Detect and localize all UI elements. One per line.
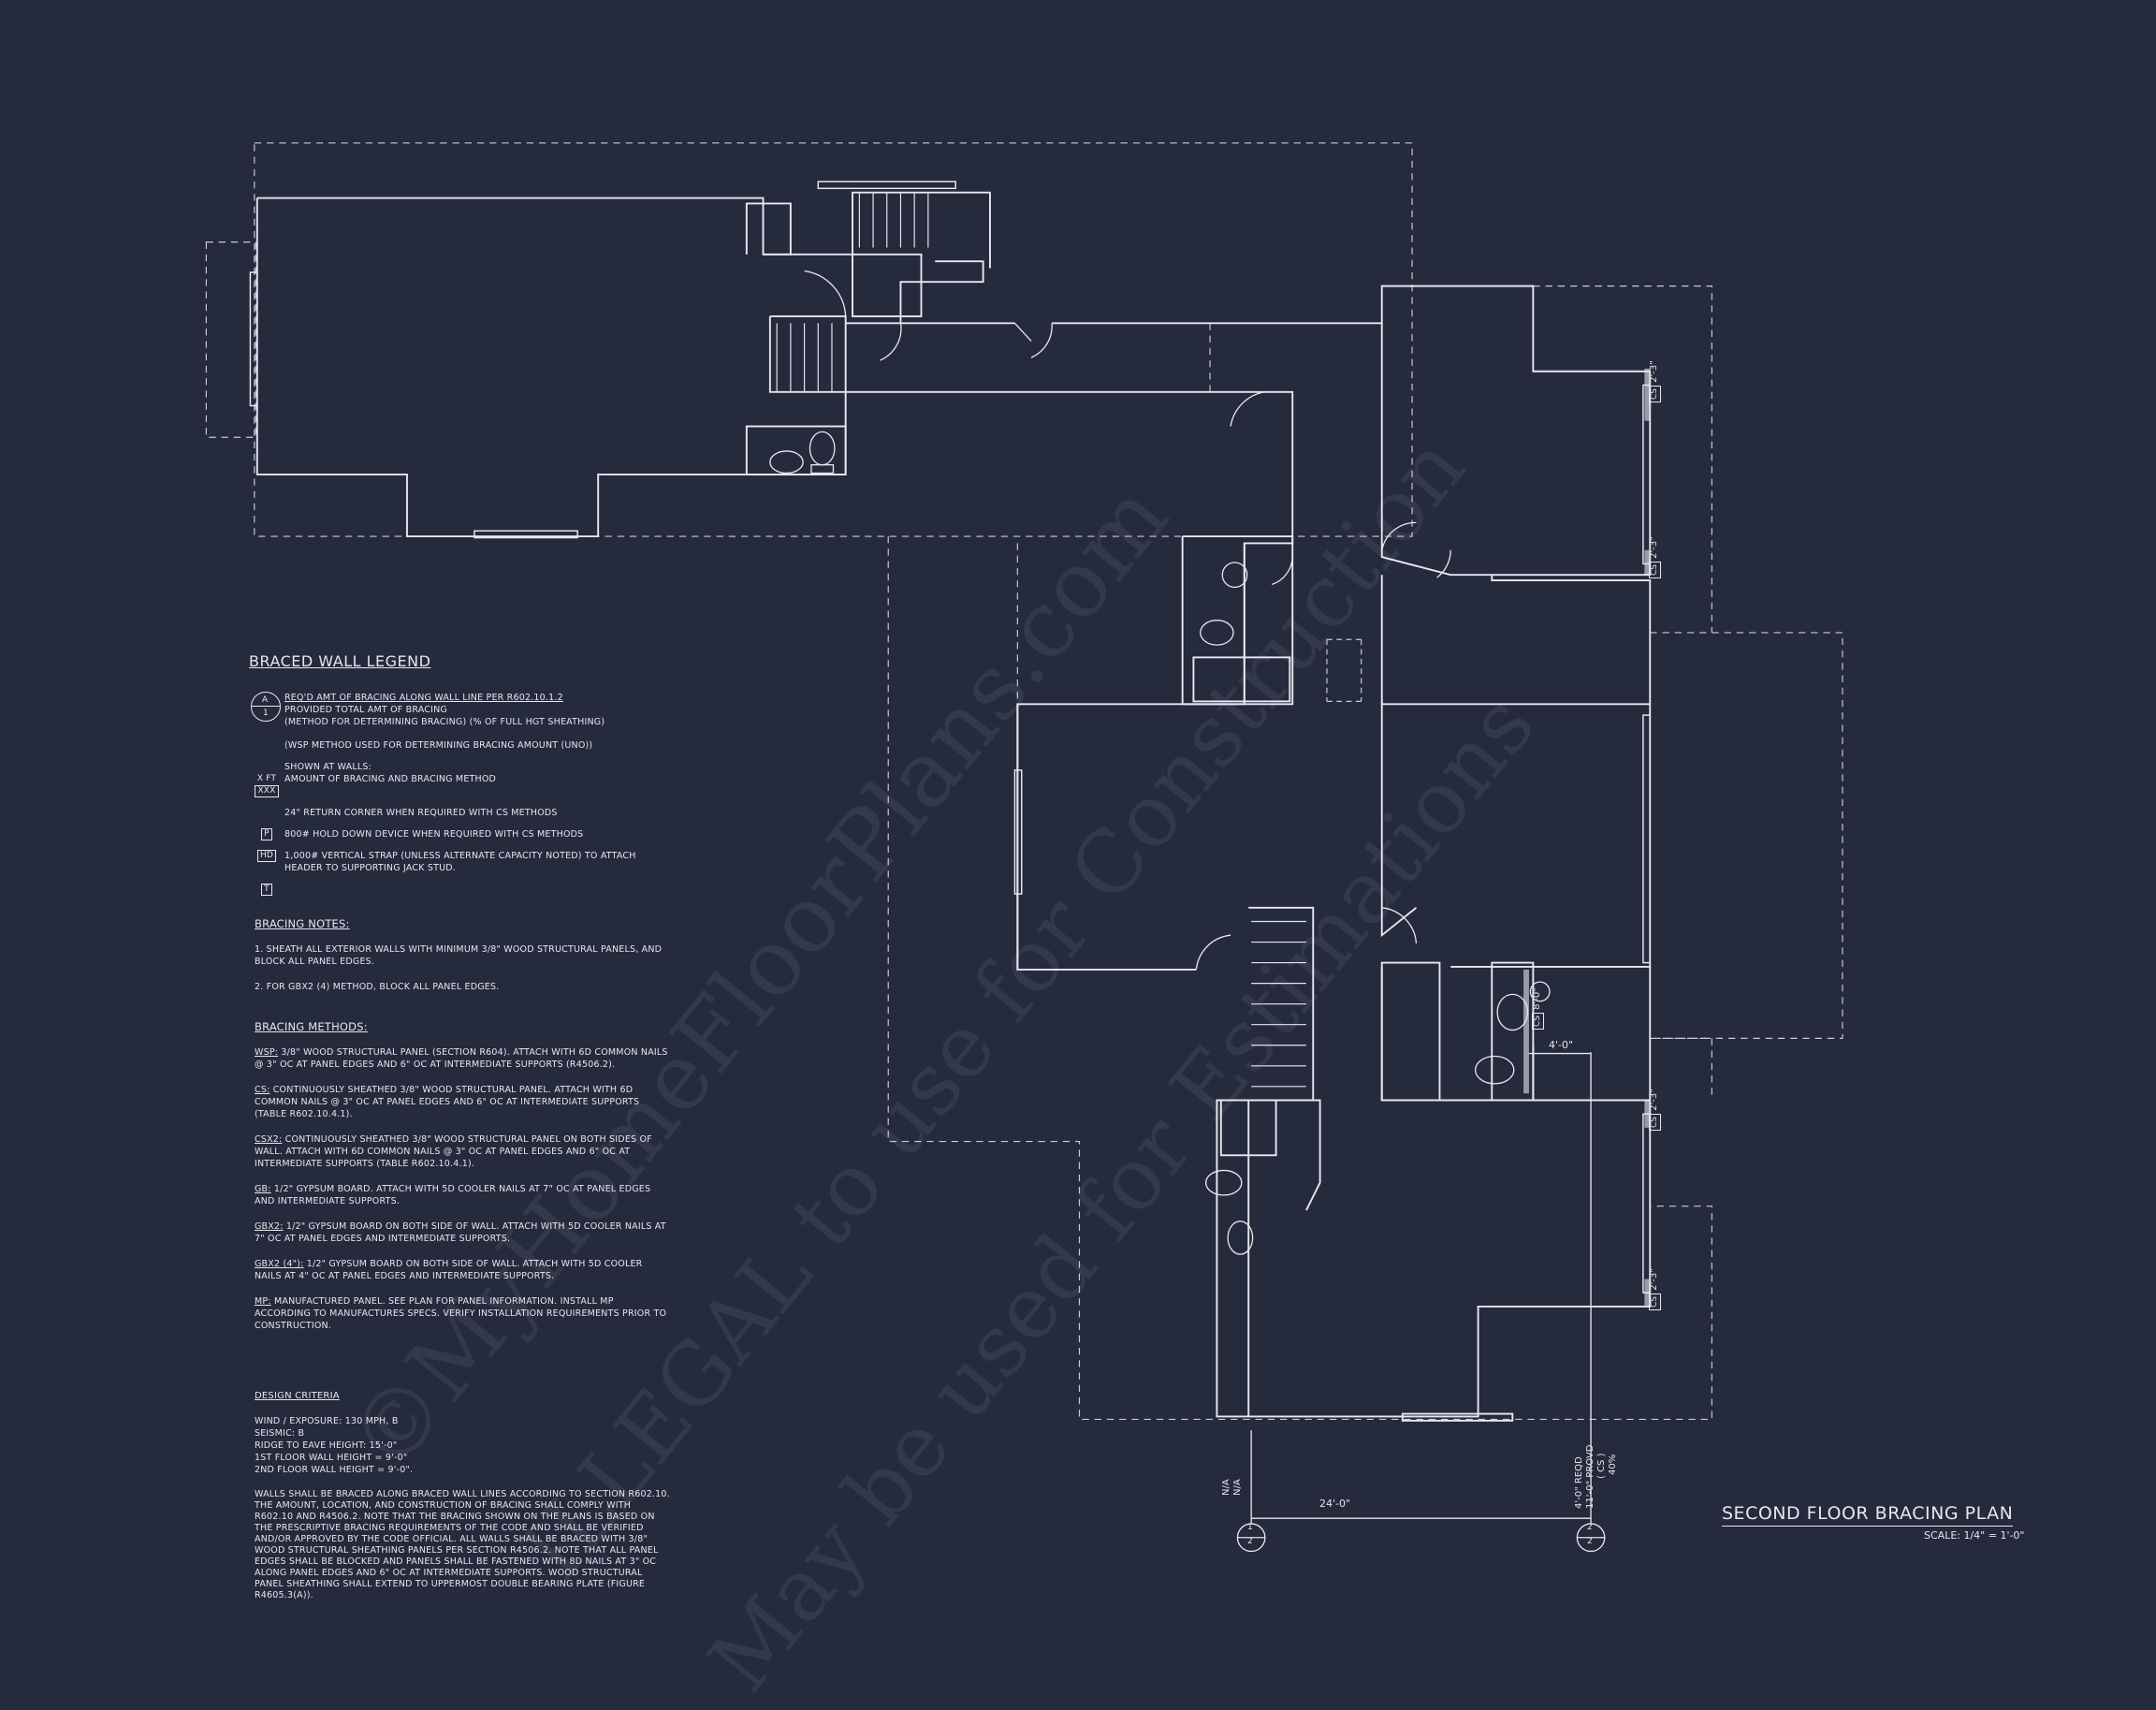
wall-line-1-bottom: 2 (1247, 1537, 1253, 1546)
wall-tag: CS 8'-0" (1532, 987, 1544, 1030)
walls (255, 191, 1652, 1422)
design-criteria-title: DESIGN CRITERIA (255, 1391, 340, 1401)
wall-tag: CS 2'-3" (1649, 360, 1661, 402)
bracing-note: 2. FOR GBx2 (4) METHOD, BLOCK ALL PANEL … (255, 982, 500, 992)
wall-tag: CS 2'-3" (1649, 536, 1661, 578)
legend-circle-row: A 1 REQ'D AMT OF BRACING ALONG WALL LINE… (249, 692, 670, 752)
legend-circle-symbol: A 1 (249, 692, 284, 722)
fixtures (769, 270, 1551, 1255)
design-criteria-2nd-floor: 2ND FLOOR WALL HEIGHT = 9'-0". (255, 1465, 414, 1475)
stairs (776, 192, 1306, 1088)
legend-return-row: 24" RETURN CORNER WHEN REQUIRED WITH CS … (249, 807, 670, 819)
bracing-method: CSx2: CONTINUOUSLY SHEATHED 3/8" WOOD ST… (255, 1134, 652, 1169)
legend-hd-row: HD 1,000# VERTICAL STRAP (UNLESS ALTERNAT… (249, 850, 670, 874)
bracing-method: MP: MANUFACTURED PANEL. SEE PLAN FOR PAN… (255, 1296, 667, 1331)
dimension-lines (1236, 1052, 1606, 1553)
wall-line-2-bottom: 2 (1587, 1537, 1593, 1546)
wall-line-2-reqd: 4'-0" REQD (1574, 1456, 1584, 1509)
floor-plan-drawing (205, 142, 1843, 1553)
wall-line-2-pct: 40% (1608, 1454, 1618, 1475)
wall-tag: CS 2'-3" (1649, 1089, 1661, 1131)
bracing-method: WSP: 3/8" WOOD STRUCTURAL PANEL (SECTION… (255, 1047, 668, 1070)
design-criteria-list: WIND / EXPOSURE: 130 MPH, B SEISMIC: B R… (255, 1415, 670, 1476)
wall-line-2-provd: 11'-0" PROVD (1585, 1444, 1595, 1509)
legend-p-row: P 800# HOLD DOWN DEVICE WHEN REQUIRED WIT… (249, 828, 670, 840)
legend-hd-symbol: HD (256, 850, 277, 862)
bracing-method: GBx2 (4"): 1/2" GYPSUM BOARD ON BOTH SID… (255, 1259, 643, 1281)
bracing-notes-title: BRACING NOTES: (255, 917, 350, 930)
legend-return-corner: 24" RETURN CORNER WHEN REQUIRED WITH CS … (284, 808, 558, 818)
bracing-methods-title: BRACING METHODS: (255, 1020, 368, 1033)
bracing-method: GBx2: 1/2" GYPSUM BOARD ON BOTH SIDE OF … (255, 1221, 666, 1244)
wall-line-2-top: 2 (1587, 1523, 1593, 1532)
braced-wall-hatch (1523, 368, 1651, 1307)
wall-line-2-method: ( CS ) (1596, 1453, 1607, 1480)
design-criteria-paragraph: WALLS SHALL BE BRACED ALONG BRACED WALL … (255, 1489, 670, 1600)
bracing-note: 1. SHEATH ALL EXTERIOR WALLS WITH MINIMU… (255, 944, 663, 967)
legend-line2: PROVIDED TOTAL AMT OF BRACING (284, 705, 447, 715)
dimension-4ft: 4'-0" (1549, 1039, 1574, 1051)
legend-xft: X FT (256, 774, 277, 783)
design-criteria-ridge: RIDGE TO EAVE HEIGHT: 15'-0" (255, 1440, 398, 1451)
legend-title: BRACED WALL LEGEND (249, 652, 431, 670)
legend-line4: (WSP METHOD USED FOR DETERMINING BRACING… (284, 740, 593, 751)
dimension-24ft: 24'-0" (1319, 1498, 1351, 1510)
plan-title: SECOND FLOOR BRACING PLAN (1722, 1503, 2014, 1527)
legend-t-symbol: T (261, 884, 272, 896)
legend-xft-symbol: X FT XXX (249, 761, 284, 797)
wall-line-1-reqd: N/A (1221, 1479, 1231, 1496)
design-criteria-wind: WIND / EXPOSURE: 130 MPH, B (255, 1416, 399, 1426)
notes-column: BRACED WALL LEGEND A 1 REQ'D AMT OF BRAC… (249, 652, 670, 1615)
legend-shown-row: X FT XXX SHOWN AT WALLS: AMOUNT OF BRACING… (249, 761, 670, 797)
legend-amount: AMOUNT OF BRACING AND BRACING METHOD (284, 774, 497, 784)
legend-hold-down: 800# HOLD DOWN DEVICE WHEN REQUIRED WITH… (284, 829, 584, 840)
design-criteria-seismic: SEISMIC: B (255, 1428, 305, 1439)
wall-tag: CS 2'-3" (1649, 1268, 1661, 1310)
legend-p-symbol: P (261, 828, 272, 840)
legend-strap: 1,000# VERTICAL STRAP (UNLESS ALTERNATE … (284, 851, 636, 873)
legend-line1: REQ'D AMT OF BRACING ALONG WALL LINE PER… (284, 693, 563, 703)
legend-circle-top: A (262, 695, 269, 705)
legend-t-row: T (249, 884, 670, 896)
legend-circle-bottom: 1 (263, 709, 269, 718)
bracing-method: CS: CONTINUOUSLY SHEATHED 3/8" WOOD STRU… (255, 1085, 640, 1119)
design-criteria-1st-floor: 1ST FLOOR WALL HEIGHT = 9'-0" (255, 1453, 408, 1463)
wall-line-1-top: 1 (1247, 1523, 1253, 1532)
wall-line-1-provd: N/A (1232, 1479, 1243, 1496)
legend-shown-at-walls: SHOWN AT WALLS: (284, 762, 371, 772)
legend-xxx: XXX (255, 785, 279, 797)
legend-line3: (METHOD FOR DETERMINING BRACING) (% OF F… (284, 717, 605, 727)
bracing-method: GB: 1/2" GYPSUM BOARD. ATTACH WITH 5d CO… (255, 1184, 651, 1206)
plan-scale: SCALE: 1/4" = 1'-0" (1924, 1529, 2025, 1542)
